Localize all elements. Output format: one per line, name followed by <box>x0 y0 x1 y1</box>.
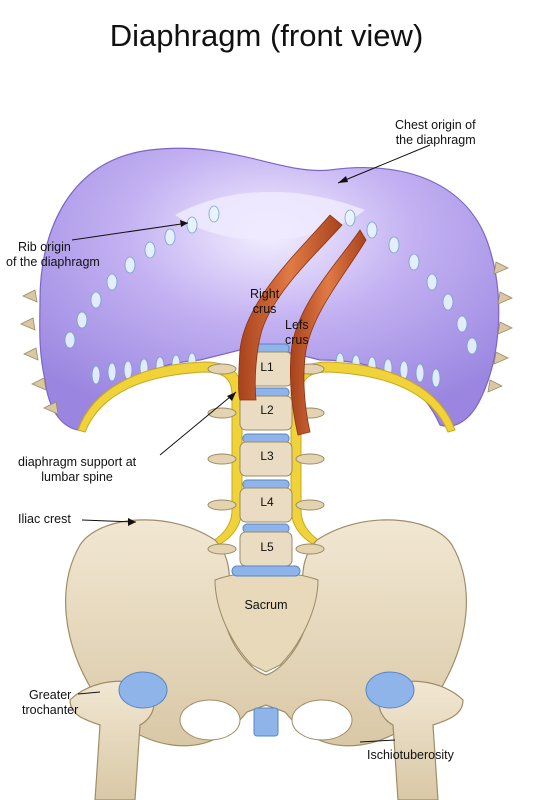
hip-joint-right <box>365 671 415 709</box>
transverse-process <box>207 543 237 555</box>
vertebral-body <box>239 395 293 431</box>
intervertebral-disc <box>231 565 301 577</box>
obturator-foramen-left <box>179 699 241 741</box>
transverse-process <box>207 363 237 375</box>
pubic-symphysis <box>253 707 279 737</box>
femur-left <box>69 680 155 800</box>
left-crus <box>289 229 367 436</box>
transverse-process <box>207 407 237 419</box>
label-vertebra-l3: L3 <box>260 449 274 463</box>
leader-arrowheads <box>128 176 348 526</box>
vertebral-body <box>239 441 293 477</box>
transverse-process <box>295 499 325 511</box>
obturator-foramen-right <box>291 699 353 741</box>
label-sacrum: Sacrum <box>244 598 288 612</box>
label-vertebra-l4: L4 <box>260 495 274 509</box>
diagram-title: Diaphragm (front view) <box>109 18 424 53</box>
label-iliac-crest: Iliac crest <box>18 512 71 526</box>
transverse-process <box>295 453 325 465</box>
hip-joint-left <box>118 671 168 709</box>
transverse-process <box>207 499 237 511</box>
label-ischiotuberosity: Ischiotuberosity <box>367 748 454 762</box>
transverse-process <box>207 453 237 465</box>
transverse-process <box>295 543 325 555</box>
femur-right <box>378 680 464 800</box>
rib-tips <box>20 261 513 415</box>
label-vertebra-l1: L1 <box>260 360 274 374</box>
label-vertebra-l2: L2 <box>260 403 274 417</box>
vertebral-body <box>239 487 293 523</box>
right-crus <box>238 214 343 401</box>
label-vertebra-l5: L5 <box>260 540 274 554</box>
leader-lines <box>71 144 431 743</box>
lumbar-vertebrae <box>207 343 325 577</box>
central-tendon <box>175 191 365 240</box>
